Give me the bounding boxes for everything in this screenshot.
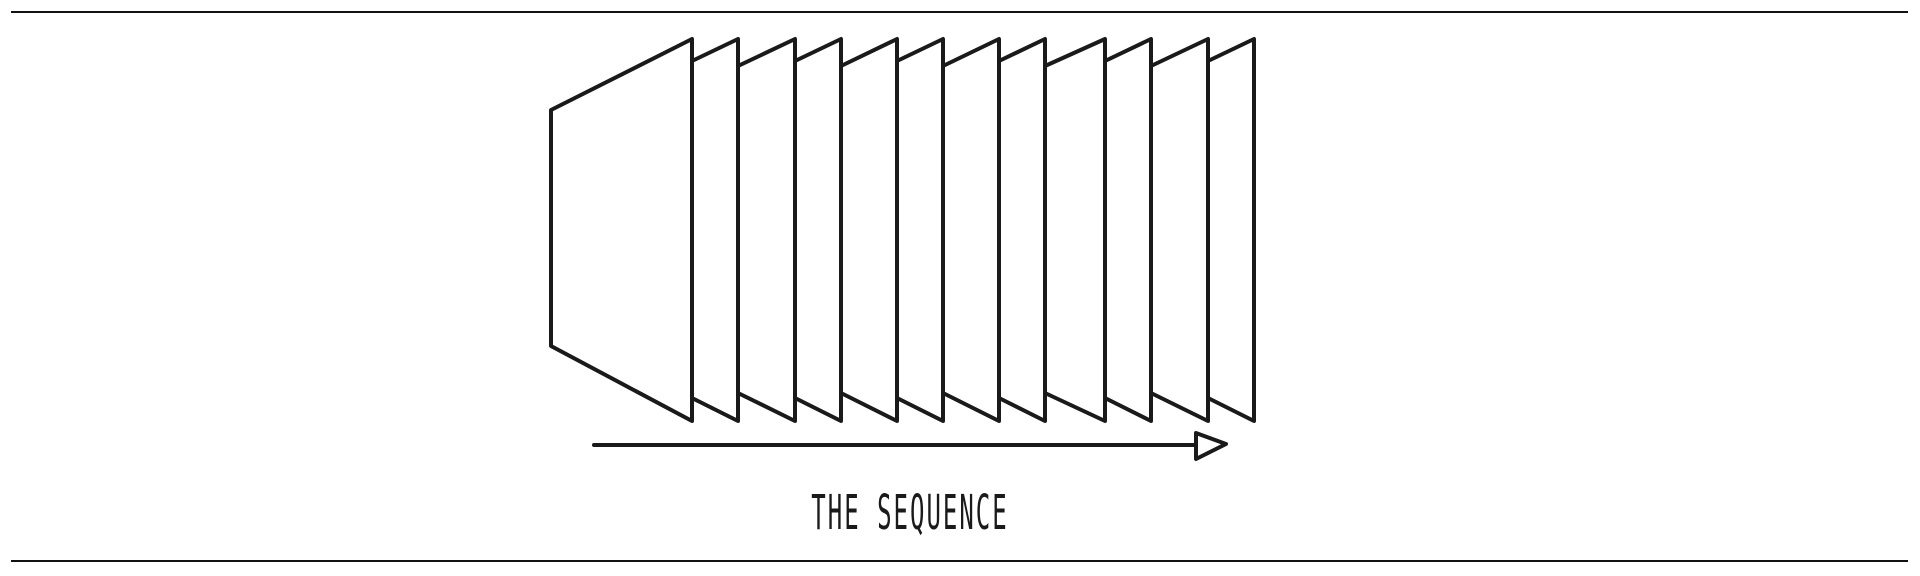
top-divider: [11, 11, 1908, 13]
sequence-frame: [941, 37, 1001, 423]
arrow-right-icon: [592, 431, 1228, 461]
sequence-frame: [690, 37, 740, 423]
sequence-frame: [839, 37, 899, 423]
frames-stack: [549, 37, 1256, 423]
sequence-frame: [895, 37, 945, 423]
sequence-frame: [1103, 37, 1153, 423]
sequence-frame: [997, 37, 1047, 423]
sequence-frame: [1149, 37, 1210, 423]
bottom-divider: [11, 560, 1908, 562]
sequence-frame: [736, 37, 797, 423]
sequence-frame: [549, 37, 694, 423]
sequence-frame: [1206, 37, 1256, 423]
sequence-frame: [793, 37, 843, 423]
sequence-arrow-head: [1194, 431, 1228, 461]
diagram-caption: THE SEQUENCE: [811, 485, 1009, 541]
sequence-frame: [1043, 37, 1107, 423]
